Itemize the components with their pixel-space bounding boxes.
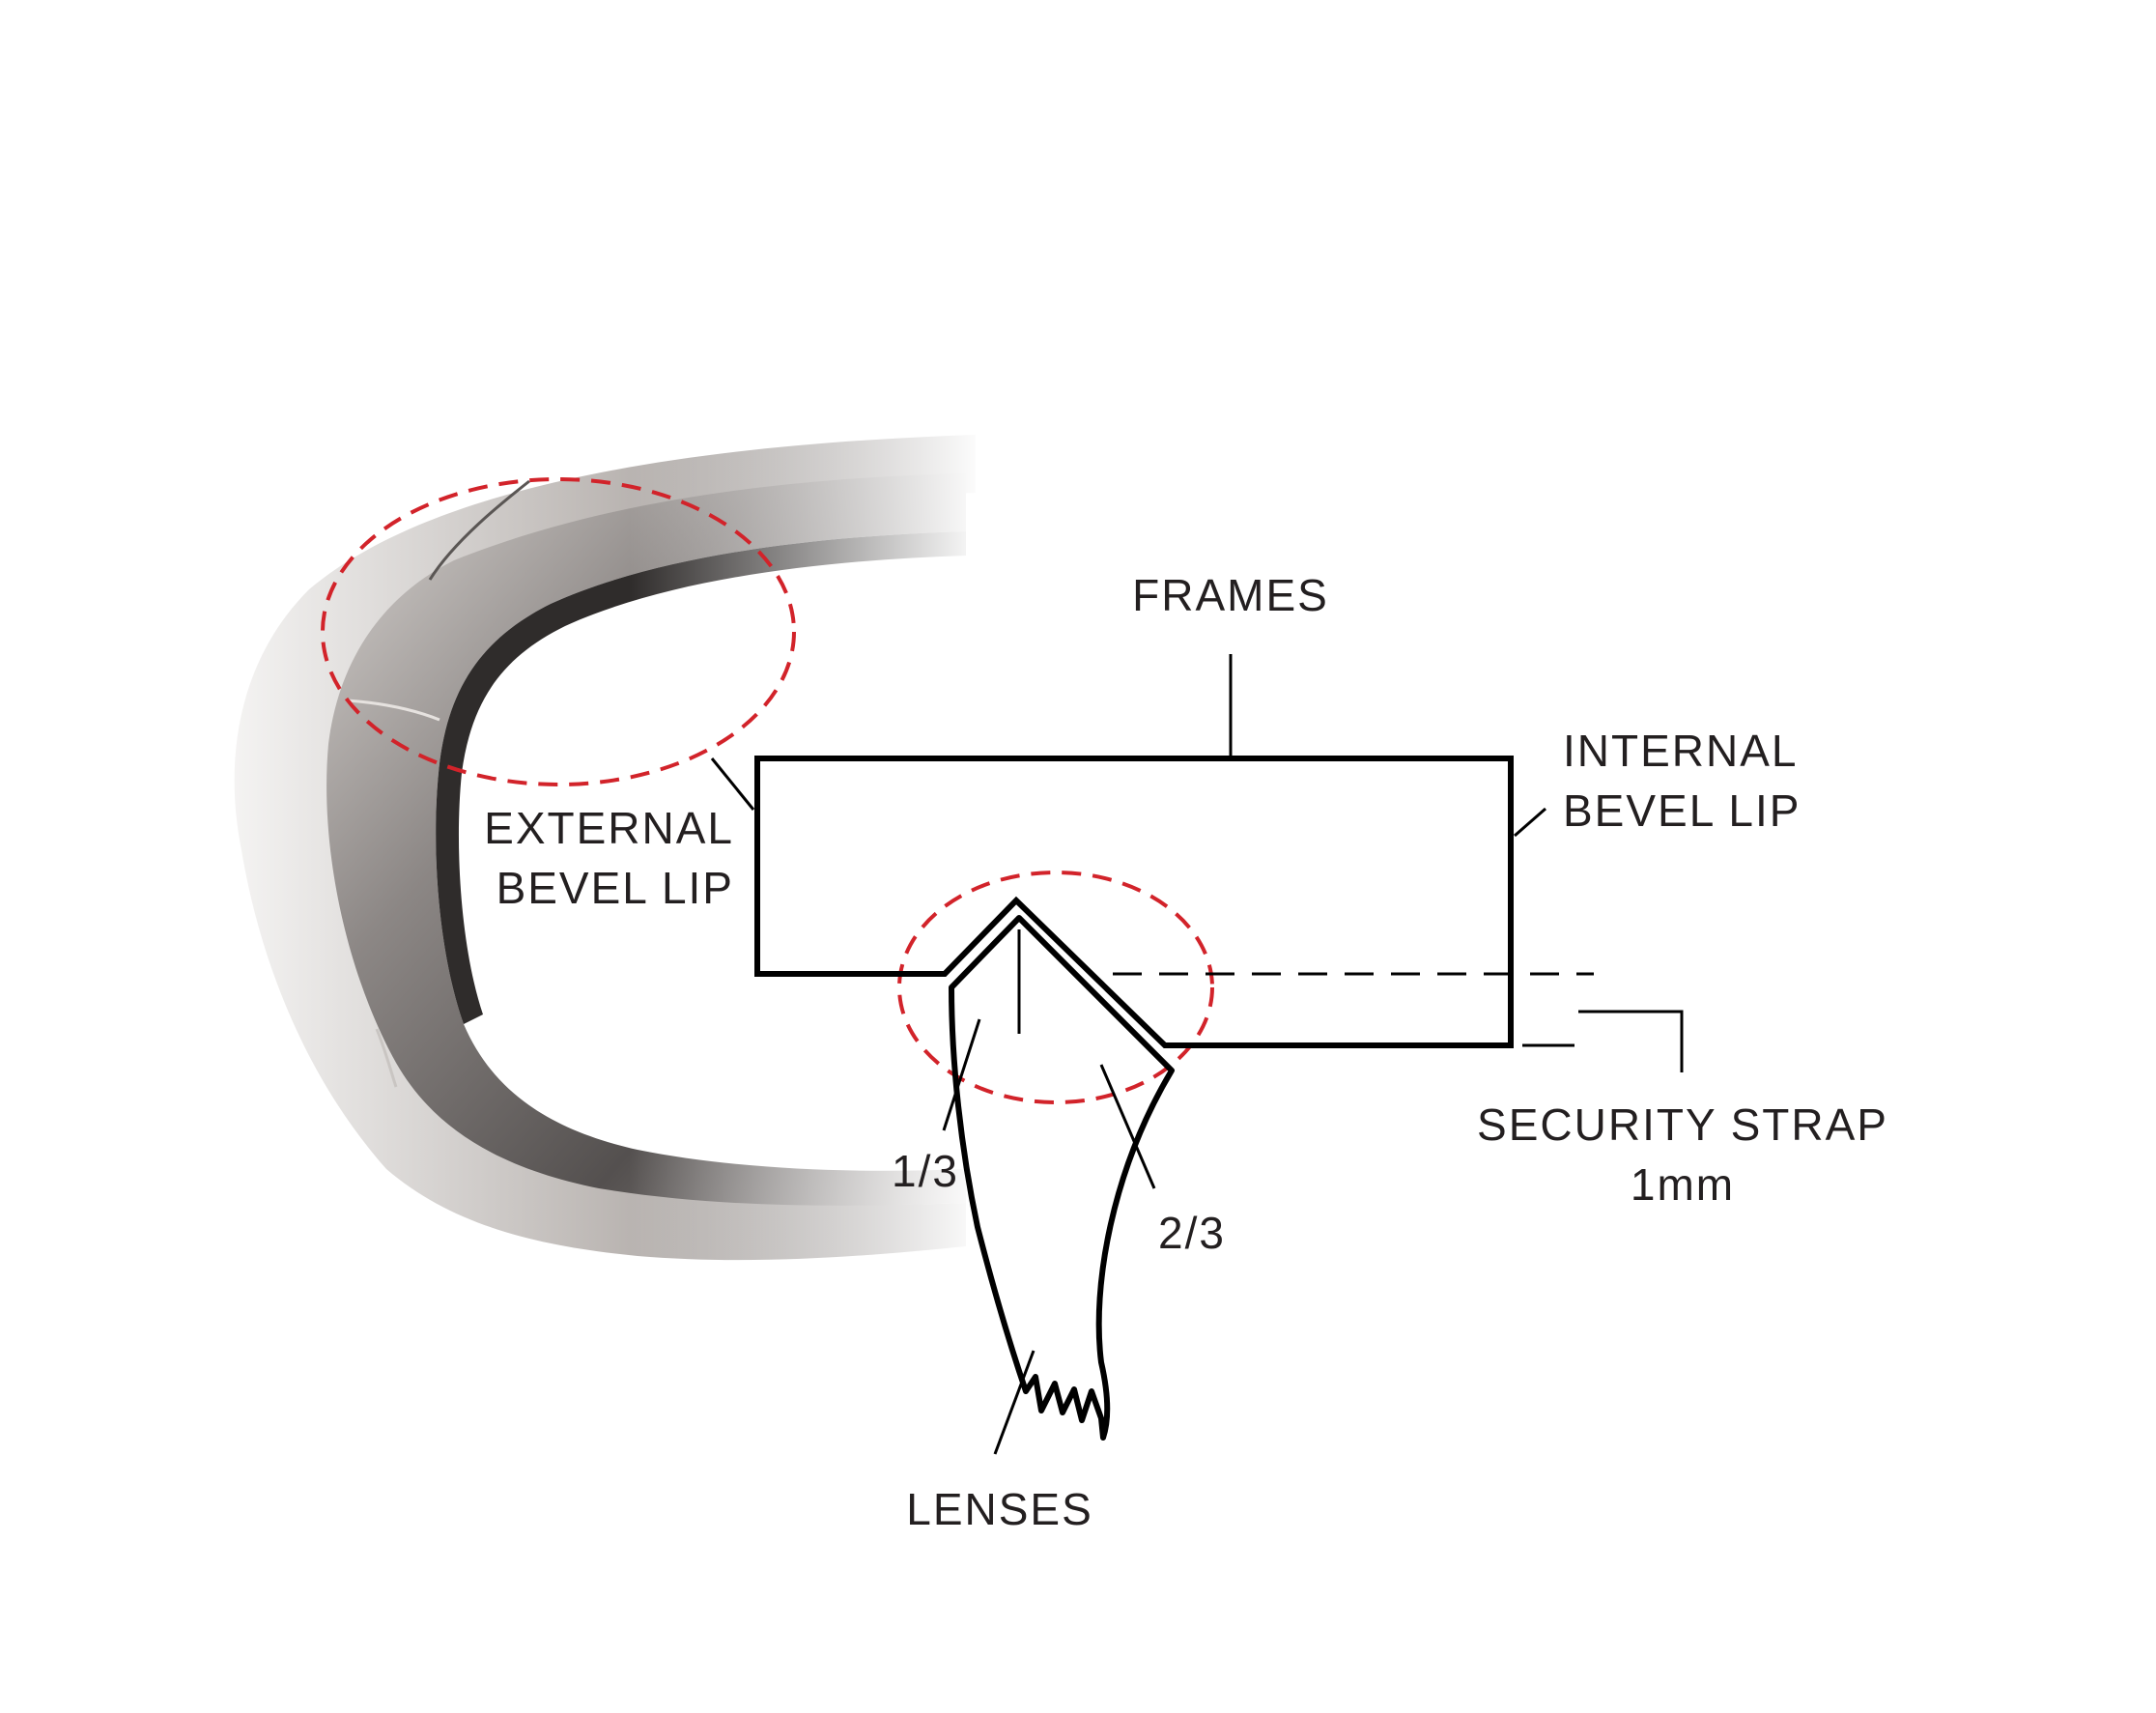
bevel-callout-ellipse [897, 871, 1214, 1104]
security-label-line1: SECURITY STRAP [1477, 1099, 1888, 1150]
lens-outline [949, 915, 1175, 1441]
external-label-line2: BEVEL LIP [496, 863, 734, 913]
two-thirds-label: 2/3 [1158, 1208, 1226, 1258]
lenses-leader [993, 1350, 1035, 1455]
frame-callout-ellipse [321, 477, 796, 786]
external-leader [710, 757, 755, 811]
security-label-line2: 1mm [1631, 1159, 1735, 1210]
security-leader [1578, 1010, 1684, 1072]
one-third-label: 1/3 [892, 1146, 959, 1196]
frame-photo-icon [193, 415, 985, 1285]
one-third-leader [942, 1018, 981, 1131]
internal-leader [1514, 807, 1546, 838]
lens-cross-section [949, 915, 1175, 1441]
frame-cross-section [754, 756, 1514, 1048]
two-thirds-leader [1099, 1064, 1156, 1189]
internal-label-line2: BEVEL LIP [1563, 785, 1801, 836]
external-label-line1: EXTERNAL [484, 803, 734, 853]
internal-label-line1: INTERNAL [1563, 726, 1798, 776]
frames-label: FRAMES [1132, 570, 1329, 620]
lenses-label: LENSES [906, 1484, 1093, 1534]
frame-fade-overlay [193, 415, 985, 1285]
